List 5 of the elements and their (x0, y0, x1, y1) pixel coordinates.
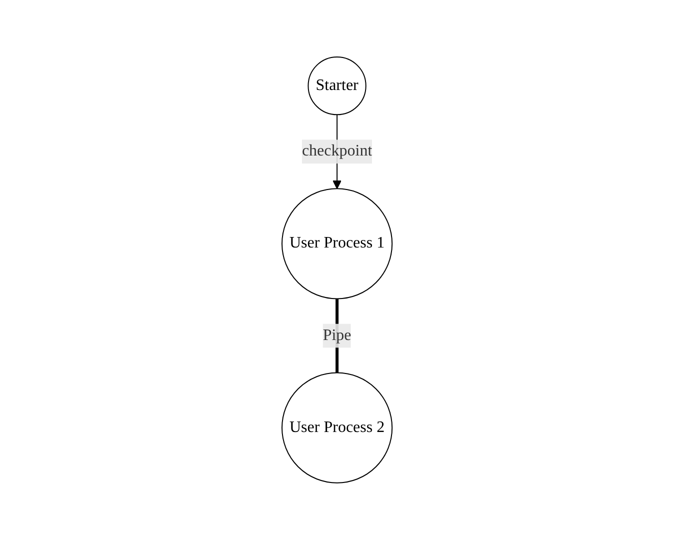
edge-label: checkpoint (302, 142, 373, 160)
node-circle: Starter (308, 56, 367, 115)
node-circle: User Process 2 (282, 372, 394, 483)
node-circle: User Process 1 (282, 188, 394, 299)
edge-label: Pipe (323, 326, 352, 344)
